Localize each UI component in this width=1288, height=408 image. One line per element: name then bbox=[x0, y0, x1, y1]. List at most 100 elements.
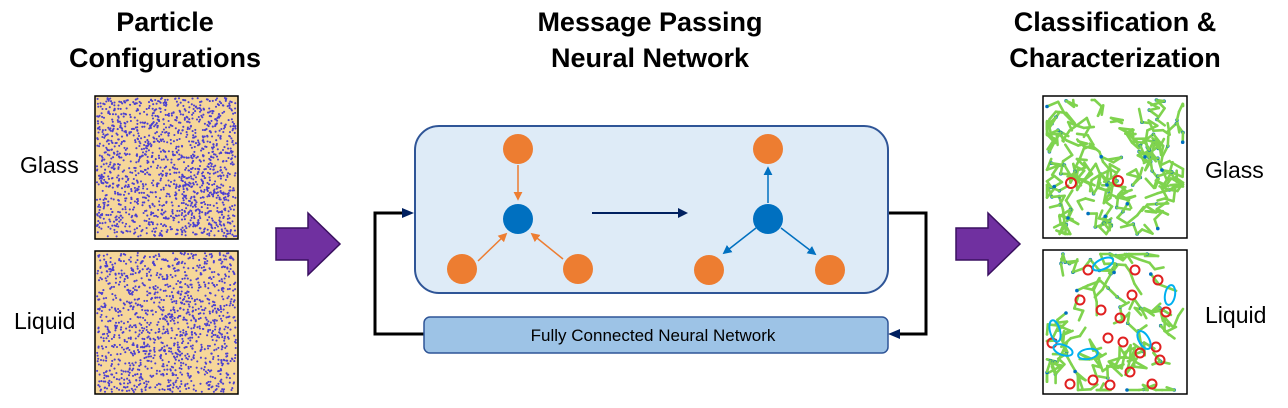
particle-dot bbox=[156, 118, 159, 121]
particle-dot bbox=[192, 384, 195, 387]
particle-dot bbox=[160, 158, 163, 161]
particle-dot bbox=[163, 368, 166, 371]
bond-segment bbox=[1109, 118, 1124, 124]
particle-dot bbox=[146, 214, 149, 217]
particle-dot bbox=[111, 211, 114, 214]
particle-dot bbox=[234, 326, 237, 329]
particle-dot bbox=[162, 122, 166, 126]
particle-dot bbox=[170, 336, 173, 340]
particle-dot bbox=[166, 275, 169, 278]
particle-dot bbox=[156, 258, 159, 261]
particle-dot bbox=[115, 372, 118, 375]
particle-dot bbox=[169, 285, 172, 288]
particle-dot bbox=[112, 298, 115, 301]
particle-dot bbox=[206, 334, 209, 337]
particle-dot bbox=[152, 212, 155, 215]
particle-dot bbox=[222, 390, 225, 393]
particle-dot bbox=[175, 100, 178, 103]
particle-dot bbox=[229, 302, 232, 305]
bond-segment bbox=[1144, 141, 1151, 152]
particle-dot bbox=[215, 283, 218, 286]
feedback-arrowhead-left bbox=[402, 208, 414, 218]
particle-dot bbox=[162, 317, 165, 320]
particle-dot bbox=[219, 220, 222, 223]
particle-dot bbox=[114, 307, 117, 310]
particle-dot bbox=[183, 117, 186, 120]
particle-dot bbox=[107, 340, 111, 343]
particle-dot bbox=[229, 189, 232, 192]
particle-dot bbox=[161, 130, 164, 134]
bond-node bbox=[1052, 184, 1057, 189]
particle-dot bbox=[105, 140, 108, 143]
particle-dot bbox=[153, 137, 156, 140]
particle-dot bbox=[206, 195, 209, 198]
particle-dot bbox=[178, 350, 181, 353]
particle-dot bbox=[131, 290, 134, 293]
particle-dot bbox=[212, 143, 215, 146]
particle-dot bbox=[106, 253, 109, 256]
particle-dot bbox=[230, 158, 233, 161]
particle-dot bbox=[185, 319, 188, 322]
particle-dot bbox=[193, 195, 196, 198]
particle-dot bbox=[226, 326, 230, 329]
defect-marker bbox=[1104, 379, 1116, 391]
particle-dot bbox=[186, 322, 189, 325]
particle-dot bbox=[127, 374, 131, 377]
particle-dot bbox=[124, 190, 127, 193]
particle-dot bbox=[128, 208, 131, 211]
bond-segment bbox=[1098, 226, 1108, 236]
bond-segment bbox=[1078, 326, 1087, 338]
particle-dot bbox=[128, 389, 131, 392]
particle-dot bbox=[157, 253, 160, 256]
particle-dot bbox=[105, 185, 108, 188]
particle-dot bbox=[177, 205, 180, 208]
particle-dot bbox=[156, 125, 159, 128]
defect-marker bbox=[1114, 312, 1126, 324]
particle-dot bbox=[103, 178, 106, 181]
particle-dot bbox=[189, 336, 192, 339]
particle-dot bbox=[114, 329, 117, 332]
particle-dot bbox=[182, 316, 185, 319]
particle-dot bbox=[190, 216, 193, 219]
particle-dot bbox=[126, 152, 129, 156]
bond-segment bbox=[1053, 174, 1064, 184]
particle-dot bbox=[141, 308, 144, 311]
particle-dot bbox=[228, 381, 231, 384]
particle-dot bbox=[128, 131, 131, 134]
particle-dot bbox=[202, 113, 205, 116]
particle-dot bbox=[234, 235, 238, 238]
particle-dot bbox=[217, 273, 220, 276]
particle-dot bbox=[226, 105, 229, 108]
particle-dot bbox=[159, 273, 162, 276]
particle-dot bbox=[123, 280, 126, 283]
particle-dot bbox=[176, 309, 179, 312]
bond-node bbox=[1066, 216, 1070, 220]
particle-dot bbox=[129, 119, 132, 123]
particle-dot bbox=[147, 107, 151, 110]
particle-dot bbox=[152, 287, 155, 290]
particle-dot bbox=[210, 352, 213, 355]
particle-dot bbox=[217, 230, 220, 233]
particle-dot bbox=[215, 319, 218, 322]
particle-dot bbox=[220, 262, 223, 265]
particle-dot bbox=[104, 370, 107, 374]
particle-dot bbox=[187, 374, 190, 377]
particle-dot bbox=[141, 337, 144, 340]
particle-dot bbox=[180, 202, 183, 205]
particle-dot bbox=[107, 185, 110, 188]
particle-dot bbox=[161, 346, 164, 349]
particle-dot bbox=[180, 286, 183, 289]
particle-dot bbox=[199, 196, 202, 199]
particle-dot bbox=[191, 306, 194, 309]
particle-dot bbox=[102, 337, 105, 340]
particle-dot bbox=[228, 270, 231, 273]
particle-dot bbox=[187, 297, 190, 300]
particle-dot bbox=[104, 128, 107, 132]
particle-dot bbox=[96, 295, 99, 298]
particle-dot bbox=[128, 348, 131, 352]
particle-dot bbox=[217, 186, 220, 189]
particle-dot bbox=[198, 215, 201, 218]
bond-segment bbox=[1102, 175, 1115, 183]
particle-dot bbox=[111, 359, 114, 362]
particle-dot bbox=[179, 333, 182, 336]
